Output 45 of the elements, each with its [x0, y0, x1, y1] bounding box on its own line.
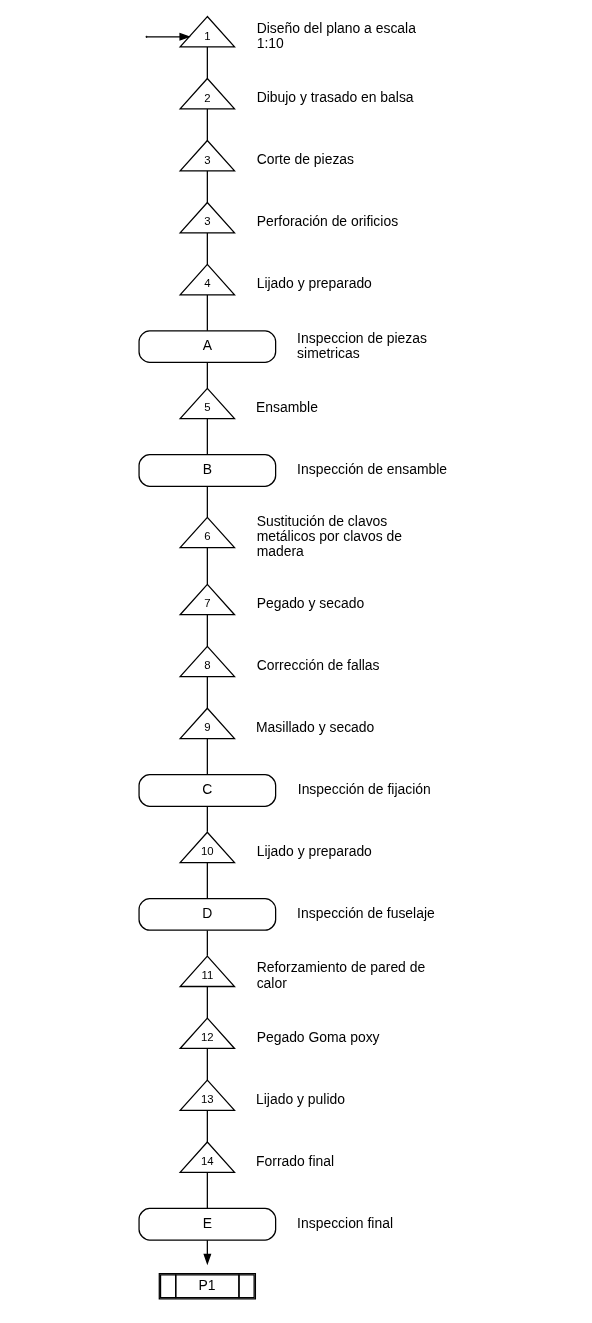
connector [206, 108, 208, 142]
node-label: Lijado y preparado [256, 842, 372, 859]
connector [206, 738, 208, 776]
connector [206, 547, 208, 585]
node-label: Reforzamiento de pared de calor [256, 959, 425, 991]
connector [206, 170, 208, 204]
node-box: E [137, 1207, 276, 1241]
connector [206, 485, 208, 518]
node-label: Corte de piezas [256, 151, 354, 168]
node-label: Inspeccion final [296, 1214, 393, 1231]
connector [206, 1047, 208, 1081]
node-box: A [137, 330, 276, 364]
connector [206, 1171, 208, 1210]
node-label: Inspeccion de piezas simetricas [296, 329, 427, 361]
node-label: Sustitución de clavos metálicos por clavos de madera [256, 512, 402, 560]
node-label: Ensamble [255, 399, 318, 416]
node-label: Corrección de fallas [256, 657, 380, 674]
connector [206, 46, 208, 80]
node-label: Perforación de orificios [256, 213, 398, 230]
node-label: Masillado y secado [255, 719, 374, 736]
connector [206, 1109, 208, 1143]
connector [206, 676, 208, 709]
node-label: Dibujo y trasado en balsa [256, 89, 414, 106]
node-label: Pegado Goma poxy [256, 1028, 380, 1045]
node-label: Forrado final [255, 1152, 334, 1169]
connector [206, 805, 208, 833]
arrow [146, 32, 191, 41]
connector [206, 418, 208, 456]
node-label: Lijado y preparado [256, 275, 372, 292]
node-label: Pegado y secado [256, 595, 364, 612]
connector [206, 361, 208, 389]
connector [206, 294, 208, 332]
node-label: Diseño del plano a escala 1:10 [256, 19, 416, 51]
connector [206, 614, 208, 647]
connector [206, 929, 208, 957]
node-box: C [137, 774, 276, 807]
node-label: Lijado y pulido [255, 1090, 345, 1107]
node-box: D [137, 898, 276, 931]
connector [206, 986, 208, 1019]
node-label: Inspección de fijación [297, 781, 431, 798]
node-box: B [137, 454, 276, 487]
node-label: Inspección de ensamble [296, 461, 447, 478]
node-label: Inspección de fuselaje [296, 904, 435, 921]
connector [206, 232, 208, 265]
connector [206, 862, 208, 900]
